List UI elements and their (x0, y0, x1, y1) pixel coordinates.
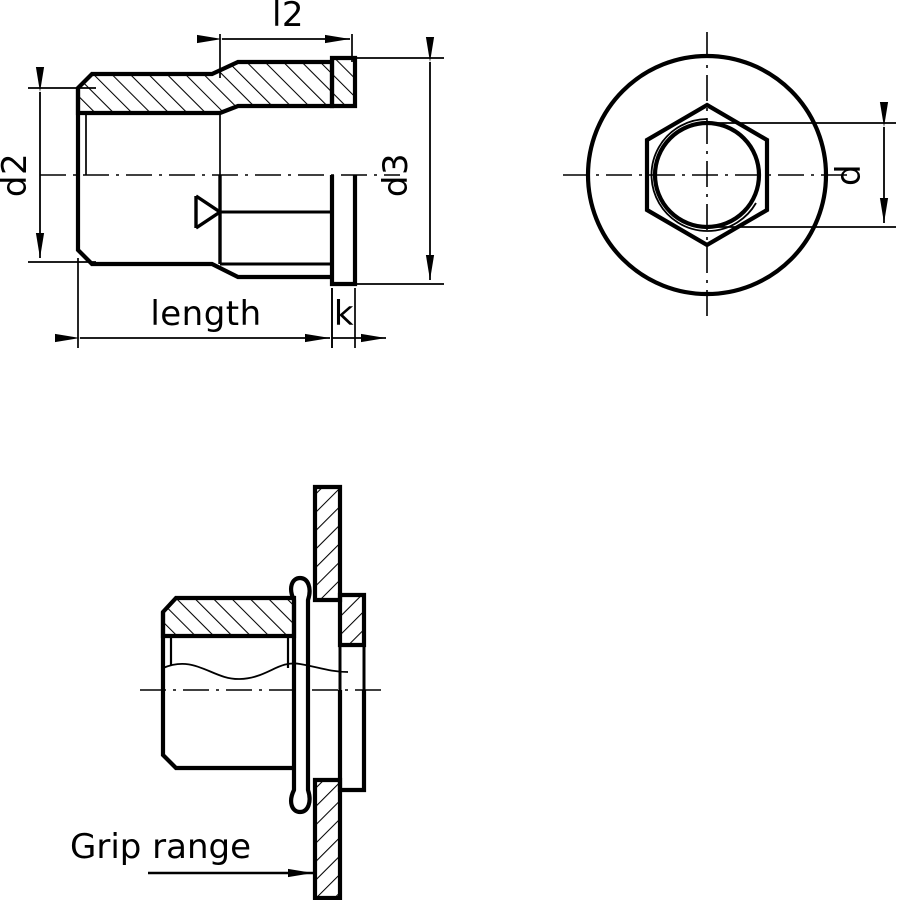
hexagon-body (644, 102, 770, 248)
panel-sheet-lower (315, 780, 340, 898)
dimension-length: length (55, 258, 333, 348)
installed-sleeve-upper-hatch (163, 598, 294, 636)
flange-head-upper-outline (329, 55, 358, 109)
dimension-l2: l2 (197, 0, 353, 78)
sleeve-outline-lower (75, 175, 332, 280)
section-break-wavy-line (162, 662, 349, 680)
dimension-d: d (700, 102, 896, 228)
flange-head-upper-hatch (332, 58, 355, 106)
dimension-label-length: length (150, 294, 261, 334)
dimension-label-d: d (829, 164, 869, 186)
thread-major-arc (650, 118, 757, 232)
panel-sheet-lower-outline (312, 777, 343, 900)
dimension-k: k (331, 288, 386, 348)
dimension-d2: d2 (0, 67, 96, 263)
front-view-right: d (563, 32, 896, 320)
dimension-label-d3: d3 (376, 153, 416, 197)
panel-sheet-upper (315, 487, 340, 600)
installed-sleeve-lower-outline (160, 612, 294, 771)
dimension-label-l2: l2 (272, 0, 304, 35)
flange-outer-circle (585, 53, 829, 297)
installed-section-view-bottom: Grip range (70, 484, 382, 900)
thread-runout-mark (195, 194, 224, 230)
dimension-label-d2: d2 (0, 153, 35, 197)
flange-head-lower-outline (329, 175, 358, 287)
section-view-left: l2 d2 d3 length (0, 0, 444, 348)
installed-flange-upper-hatch (340, 595, 364, 645)
annotation-grip-range: Grip range (70, 827, 313, 878)
annotation-label-grip-range: Grip range (70, 827, 251, 867)
dimension-d3: d3 (350, 37, 444, 285)
installed-flange-lower-outline (337, 690, 367, 793)
dimension-label-k: k (334, 294, 354, 334)
